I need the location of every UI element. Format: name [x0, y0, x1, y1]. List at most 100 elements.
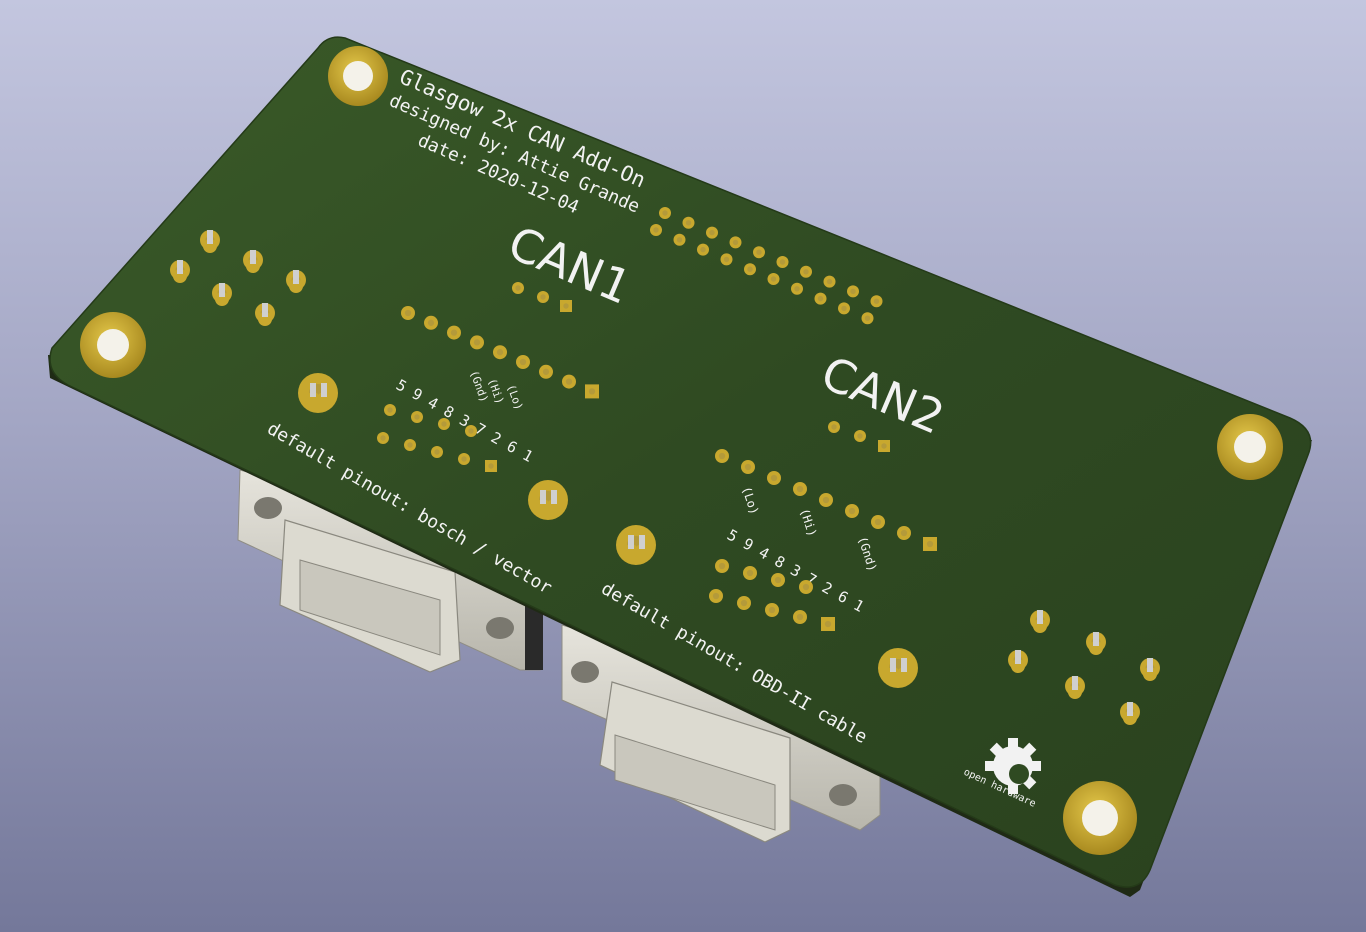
- pin-pad: [886, 667, 900, 681]
- pad-hole: [542, 368, 550, 375]
- pad-hole: [796, 485, 804, 493]
- pad-hole: [387, 407, 393, 413]
- pad-hole: [712, 592, 720, 600]
- pin-pad: [215, 292, 229, 306]
- pad-hole: [841, 305, 847, 312]
- pad-hole: [746, 569, 754, 577]
- pin-pad: [246, 259, 260, 273]
- pad-hole: [723, 256, 730, 263]
- pin-stub: [1037, 610, 1043, 624]
- pad-hole: [496, 349, 504, 356]
- pad-hole: [740, 599, 748, 607]
- pin-pad: [173, 269, 187, 283]
- pad-hole: [850, 288, 856, 295]
- pcb-board: [49, 36, 1312, 888]
- pad-hole: [794, 286, 800, 292]
- pin-pad: [547, 499, 561, 513]
- pad-hole: [441, 421, 447, 427]
- pad-hole: [404, 309, 412, 317]
- pad-hole: [434, 449, 440, 455]
- pin-pad: [317, 392, 331, 406]
- pad-hole: [473, 339, 481, 346]
- mounting-hole-mid-left: [80, 312, 146, 378]
- pad-hole: [468, 428, 474, 434]
- pin-pad: [306, 392, 320, 406]
- pad-hole: [662, 210, 668, 216]
- pad-hole: [718, 562, 726, 570]
- pad-hole: [873, 298, 880, 304]
- pin-pad: [624, 544, 638, 558]
- pad-hole: [848, 507, 856, 515]
- pin-stub: [207, 230, 213, 244]
- pin-stub: [890, 658, 896, 672]
- pin-stub: [901, 658, 907, 672]
- pin-pad: [897, 667, 911, 681]
- pad-hole: [565, 378, 573, 385]
- pad-hole: [676, 237, 683, 243]
- pad-hole: [802, 583, 810, 591]
- gear-icon: [985, 738, 1041, 794]
- pad-hole: [779, 259, 786, 265]
- pad-hole: [857, 433, 863, 439]
- pad-hole: [900, 529, 908, 537]
- pin-stub: [1127, 702, 1133, 716]
- pad-hole: [756, 249, 762, 255]
- pin-stub: [250, 250, 256, 264]
- pin-stub: [262, 303, 268, 317]
- pad-hole: [488, 463, 494, 469]
- pin-stub: [1072, 676, 1078, 690]
- pin-pad: [635, 544, 649, 558]
- pin-stub: [639, 535, 645, 549]
- pad-hole: [700, 246, 706, 253]
- pin-stub: [1015, 650, 1021, 664]
- pin-pad: [1068, 685, 1082, 699]
- pad-hole: [874, 518, 882, 526]
- pin-stub: [1147, 658, 1153, 672]
- db9-connector-can2: [561, 624, 881, 843]
- pin-stub: [551, 490, 557, 504]
- pad-hole: [864, 315, 871, 321]
- pad-hole: [826, 278, 833, 285]
- pad-hole: [774, 576, 782, 584]
- pad-hole: [450, 329, 458, 336]
- pin-stub: [219, 283, 225, 297]
- pad-hole: [796, 613, 804, 621]
- pad-hole: [685, 220, 692, 226]
- pad-hole: [709, 229, 715, 236]
- pin-stub: [321, 383, 327, 397]
- pin-stub: [293, 270, 299, 284]
- pad-hole: [822, 496, 830, 504]
- pad-hole: [926, 540, 934, 548]
- pad-hole: [718, 452, 726, 460]
- pad-hole: [461, 456, 467, 462]
- pad-hole: [744, 463, 752, 471]
- pad-hole: [831, 424, 837, 430]
- pin-pad: [1089, 641, 1103, 655]
- pad-hole: [732, 239, 739, 246]
- pad-hole: [747, 266, 753, 272]
- pin-stub: [177, 260, 183, 274]
- pad-hole: [653, 227, 659, 233]
- pin-group: [173, 230, 1157, 725]
- pin-stub: [310, 383, 316, 397]
- mounting-hole-right: [1217, 414, 1283, 480]
- pad-hole: [803, 269, 809, 275]
- pad-hole: [881, 443, 887, 449]
- mounting-hole-bottom-right: [1063, 781, 1137, 855]
- pad-hole: [540, 294, 546, 300]
- pin-pad: [1123, 711, 1137, 725]
- pad-hole: [414, 414, 420, 420]
- pad-hole: [768, 606, 776, 614]
- pin-pad: [1033, 619, 1047, 633]
- pin-pad: [536, 499, 550, 513]
- pad-hole: [824, 620, 832, 628]
- pin-pad: [203, 239, 217, 253]
- pin-stub: [540, 490, 546, 504]
- pad-hole: [563, 303, 569, 309]
- pin-pad: [1143, 667, 1157, 681]
- db9-connector-can1: [237, 469, 543, 673]
- pin-pad: [289, 279, 303, 293]
- pin-stub: [1093, 632, 1099, 646]
- pad-hole: [817, 295, 824, 302]
